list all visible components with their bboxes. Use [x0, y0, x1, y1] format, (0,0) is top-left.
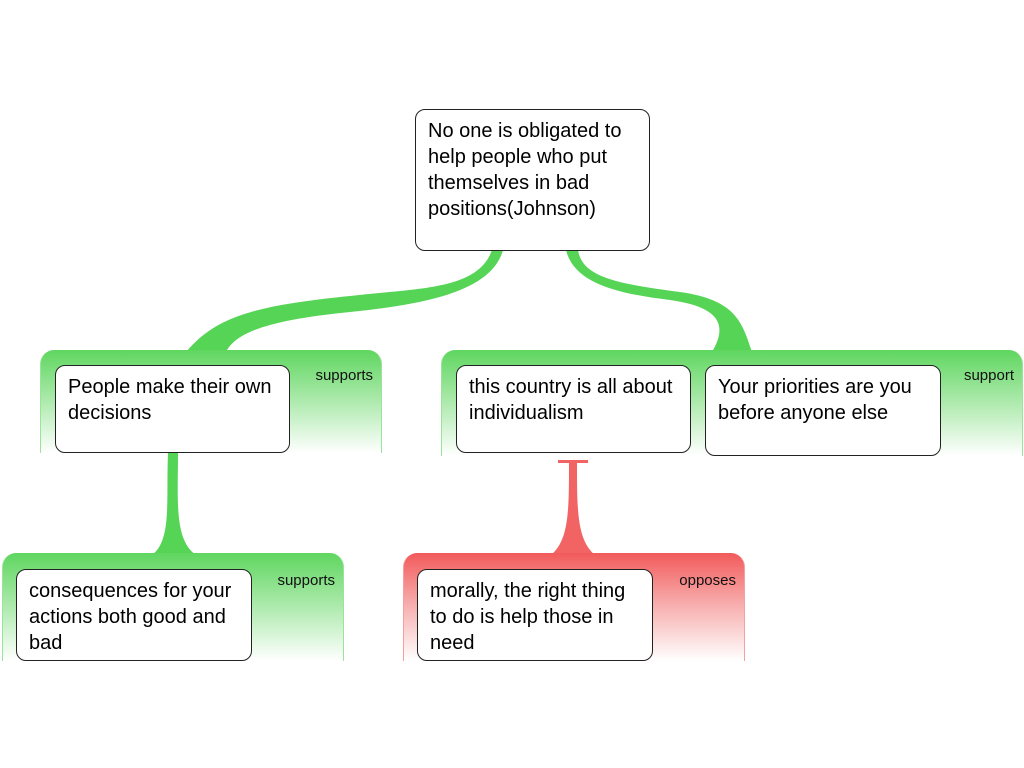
- claim-individualism[interactable]: this country is all about individualism: [456, 365, 691, 453]
- group-4-tag: opposes: [679, 572, 736, 589]
- claim-morally-right[interactable]: morally, the right thing to do is help t…: [417, 569, 653, 661]
- connector-oppose-cap: [558, 460, 588, 463]
- claim-priorities[interactable]: Your priorities are you before anyone el…: [705, 365, 941, 456]
- claim-people-make-decisions[interactable]: People make their own decisions: [55, 365, 290, 453]
- connector-root-to-group-2: [566, 250, 752, 352]
- connector-root-to-group-1: [186, 250, 503, 352]
- group-3-tag: supports: [277, 572, 335, 589]
- connector-claim-to-group-4: [551, 463, 595, 555]
- claim-consequences[interactable]: consequences for your actions both good …: [16, 569, 252, 661]
- connector-claim-to-group-3: [152, 453, 196, 555]
- group-2-tag: support: [963, 367, 1014, 384]
- group-1-tag: supports: [315, 367, 373, 384]
- root-claim[interactable]: No one is obligated to help people who p…: [415, 109, 650, 251]
